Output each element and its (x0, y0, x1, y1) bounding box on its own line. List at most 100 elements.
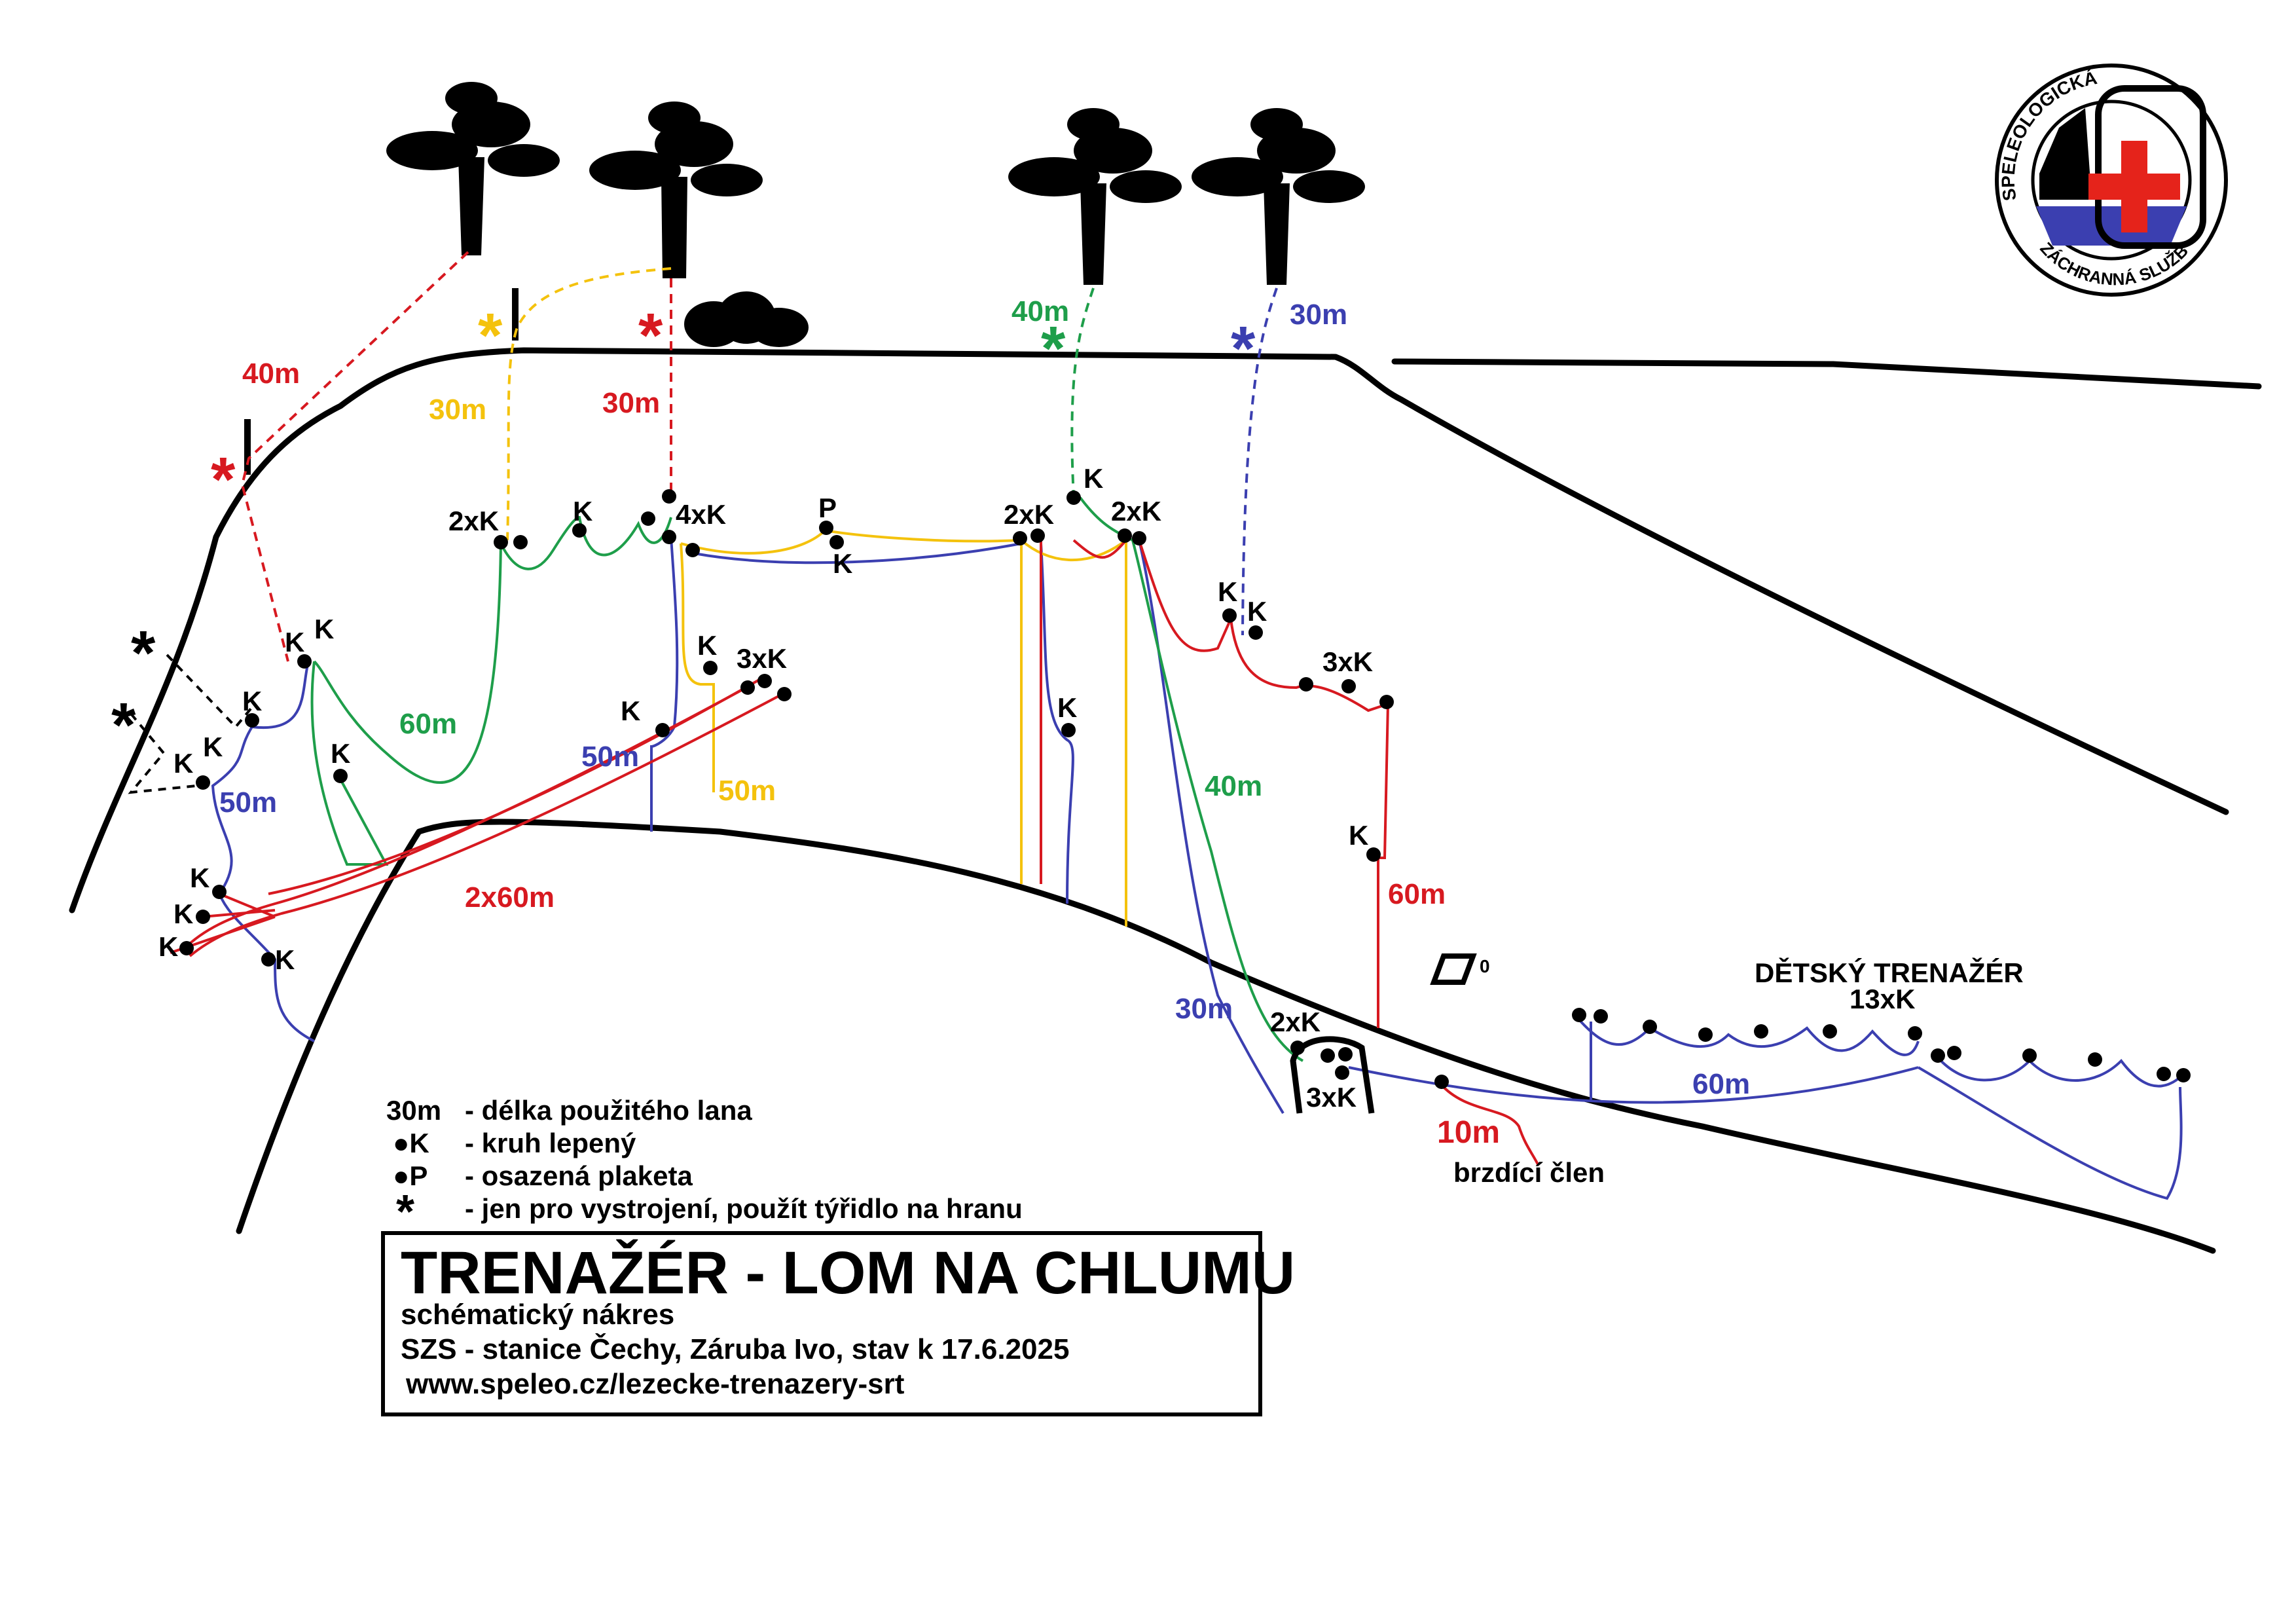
logo-frame (2095, 85, 2206, 249)
star-black-2: * (111, 690, 136, 760)
label-k: K (190, 862, 210, 893)
star-red-left: * (211, 445, 236, 515)
anchor-dot (1066, 490, 1081, 505)
legend-k-symbol: ●K (393, 1128, 429, 1158)
legend-k-text: - kruh lepený (465, 1128, 636, 1158)
legend-rope-text: - délka použitého lana (465, 1095, 752, 1126)
anchor-dot (572, 523, 587, 538)
anchor-dot (1299, 677, 1313, 692)
anchor-dot (1698, 1027, 1713, 1042)
anchor-dot (1338, 1047, 1353, 1061)
anchor-dot (1248, 625, 1263, 640)
anchor-dot (1061, 723, 1076, 737)
legend-star-symbol: * (396, 1186, 414, 1238)
legend: 30m - délka použitého lana ●K - kruh lep… (386, 1095, 1023, 1238)
anchor-dot (2157, 1067, 2171, 1081)
rope-yellow-traverse (680, 528, 1127, 927)
rope-black-dashed-left (128, 654, 253, 794)
anchor-dot (179, 941, 194, 955)
tree-icon (589, 101, 763, 278)
bush-icon (684, 291, 809, 347)
anchor-dot (685, 543, 700, 557)
anchor-dot (333, 769, 348, 783)
anchor-dot (1823, 1024, 1837, 1039)
label-k: K (1349, 820, 1368, 851)
anchor-dot (1321, 1048, 1335, 1063)
anchor-dot (703, 661, 718, 675)
anchors (179, 489, 2191, 1089)
len-green-40-right: 40m (1205, 770, 1262, 802)
len-yellow-50: 50m (718, 775, 776, 807)
anchor-dot (1222, 608, 1237, 623)
label-k: K (1084, 463, 1103, 494)
anchor-dot (1379, 695, 1394, 709)
anchor-dot (196, 775, 210, 790)
rope-red-2x60b (189, 693, 783, 957)
anchor-dot (1132, 531, 1146, 545)
anchor-dot (1572, 1008, 1586, 1022)
rope-length-labels: 40m 30m 30m 40m 30m 60m 50m 50m 50m 2x60… (219, 295, 1750, 1150)
anchor-dot (1643, 1020, 1657, 1034)
label-k: K (331, 738, 350, 769)
anchor-dot (1908, 1026, 1922, 1041)
rope-blue-left (211, 664, 315, 1043)
label-zero: 0 (1480, 956, 1490, 976)
anchor-dot (777, 687, 792, 701)
rope-blue-traverse-top (693, 542, 1022, 564)
anchor-dot (2022, 1048, 2037, 1063)
anchor-dot (662, 489, 676, 504)
len-blue-30-top: 30m (1290, 299, 1347, 331)
terrain (69, 347, 2262, 1254)
len-red-60: 60m (1388, 878, 1446, 910)
legend-star-text: - jen pro vystrojení, použít týřidlo na … (465, 1193, 1023, 1224)
len-blue-30-bottom: 30m (1175, 993, 1233, 1025)
anchor-dot (212, 885, 227, 899)
label-k: K (275, 944, 295, 975)
label-k: K (158, 931, 178, 962)
rope-red-2x60c (268, 676, 763, 895)
label-k: K (573, 496, 592, 526)
rope-green-traverse (310, 515, 672, 866)
len-blue-50-mid: 50m (581, 741, 639, 773)
anchor-dot (641, 511, 655, 526)
logo-cross-h (2088, 174, 2180, 200)
len-red-2x60: 2x60m (465, 881, 555, 913)
anchor-dot (662, 530, 676, 544)
label-2xk: 2xK (448, 506, 499, 536)
trees (386, 82, 1365, 347)
label-3xk: 3xK (1306, 1082, 1357, 1113)
star-red-mid: * (638, 301, 663, 371)
len-blue-60-kids: 60m (1692, 1068, 1750, 1100)
label-k: K (697, 630, 717, 661)
kids-title: DĚTSKÝ TRENAŽÉR (1755, 957, 2024, 988)
anchor-dot (1931, 1048, 1945, 1063)
legend-p-text: - osazená plaketa (465, 1160, 693, 1191)
len-red-30: 30m (602, 387, 660, 419)
tree-icon (1192, 108, 1365, 285)
label-2xk: 2xK (1270, 1006, 1321, 1037)
logo-water-icon (2036, 206, 2187, 246)
rope-green-right (1079, 496, 1303, 1062)
label-2xk: 2xK (1004, 499, 1054, 530)
anchor-dot (1341, 679, 1356, 693)
title-box-frame (381, 1231, 1262, 1416)
anchor-dot (1434, 1075, 1449, 1089)
label-k: K (1057, 692, 1077, 723)
page-title: TRENAŽÉR - LOM NA CHLUMU (401, 1238, 1295, 1306)
anchor-dot (819, 521, 833, 535)
anchor-dot (1366, 847, 1381, 862)
rope-red-dashed-left (240, 251, 469, 662)
rope-blue-dashed (1241, 287, 1278, 636)
label-k: K (621, 695, 640, 726)
anchor-dot (829, 535, 844, 549)
len-yellow-30: 30m (429, 394, 486, 426)
label-k: K (242, 686, 262, 716)
len-blue-50-left: 50m (219, 786, 277, 819)
lower-ridge-line (236, 819, 2216, 1254)
small-rock-icon (1430, 953, 1477, 985)
anchor-labels: 2xK K 4xK P K 2xK K 2xK K K 3xK K K K K … (158, 463, 2024, 1188)
stars: * * * * * * * (111, 301, 1256, 760)
label-k: K (173, 898, 193, 929)
anchor-dot (196, 910, 210, 924)
label-3xk: 3xK (1322, 646, 1373, 677)
